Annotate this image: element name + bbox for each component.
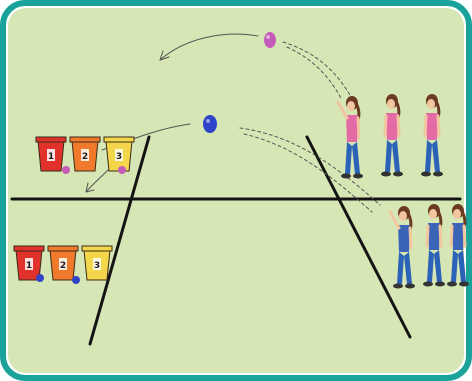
ball-in-bucket [72,276,80,284]
bucket-label: 3 [94,261,100,271]
ball-in-bucket [36,274,44,282]
bucket-2: 2 [70,137,100,171]
bucket-2: 2 [48,246,78,280]
bucket-3: 3 [104,137,134,171]
playing-field [8,8,464,373]
buckets-top-group: 1 2 3 [36,137,134,174]
bucket-label: 2 [60,261,66,271]
ball-in-bucket [62,166,70,174]
blue-ball [203,115,217,133]
pink-ball [264,32,276,48]
bucket-label: 3 [116,152,122,162]
buckets-bottom-group: 1 2 3 [14,246,112,284]
bucket-1: 1 [36,137,66,171]
ball-in-bucket [118,166,126,174]
bucket-label: 2 [82,152,88,162]
bucket-3: 3 [82,246,112,280]
bucket-label: 1 [48,152,54,162]
bucket-label: 1 [26,261,32,271]
